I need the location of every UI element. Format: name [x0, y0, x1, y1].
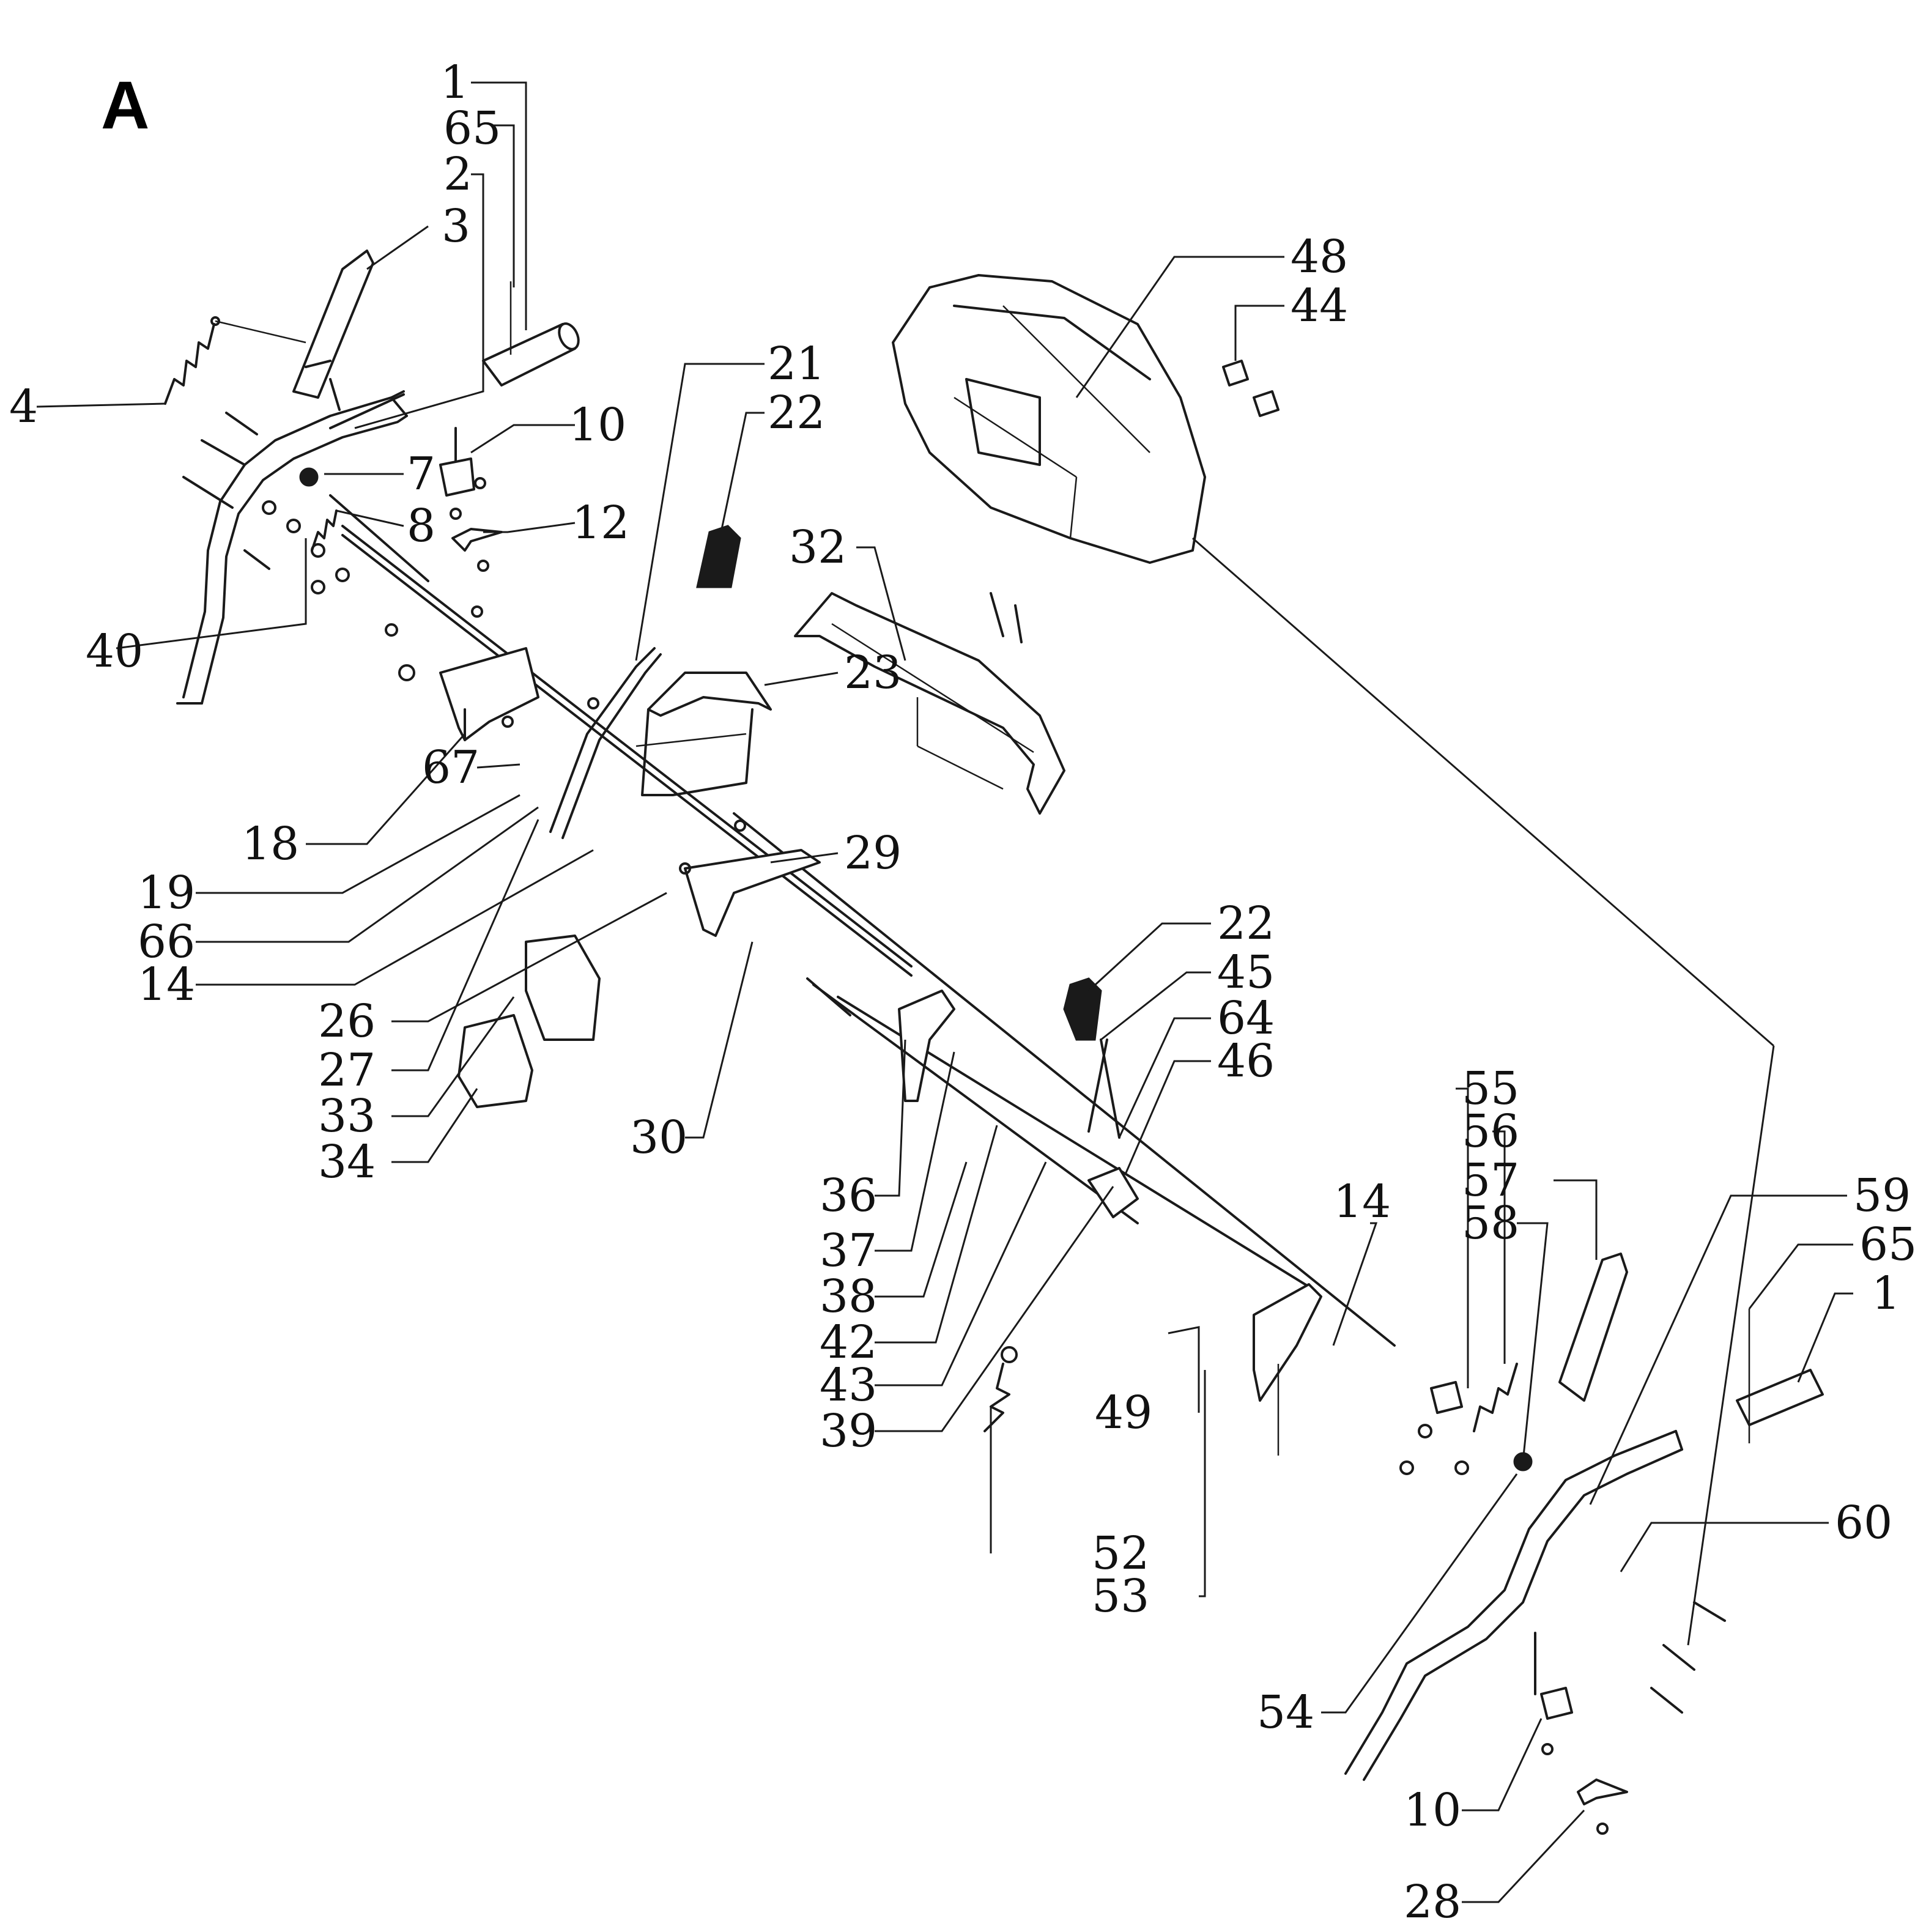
- leader-lines: [36, 81, 1853, 1903]
- callout-14-left: 14: [138, 958, 195, 1011]
- callout-10-upper: 10: [569, 399, 626, 451]
- callout-34: 34: [318, 1136, 376, 1188]
- callout-65-lower: 65: [1859, 1218, 1917, 1271]
- callout-49: 49: [1095, 1386, 1152, 1439]
- right-upright-bracket: [1558, 1253, 1628, 1402]
- callout-56: 56: [1462, 1105, 1519, 1158]
- callout-38: 38: [820, 1270, 877, 1323]
- grip-1-lower: [1736, 1309, 1824, 1443]
- grommets-44: [1222, 360, 1280, 417]
- callout-2: 2: [443, 148, 472, 201]
- callout-40: 40: [86, 625, 143, 678]
- callout-19: 19: [138, 867, 195, 919]
- callout-29: 29: [844, 827, 902, 879]
- lamp-33-34: [457, 935, 601, 1108]
- callout-27: 27: [318, 1044, 376, 1097]
- callout-18: 18: [242, 818, 299, 870]
- spring-56: [1430, 1363, 1533, 1471]
- clamp-10-upper: [439, 427, 486, 520]
- right-handlebar: [1344, 1430, 1683, 1781]
- callout-39: 39: [820, 1405, 877, 1457]
- callout-58: 58: [1462, 1197, 1519, 1249]
- callout-3: 3: [442, 200, 470, 253]
- callout-57: 57: [1462, 1154, 1519, 1207]
- callout-55: 55: [1462, 1062, 1519, 1115]
- gate-plate-23: [635, 672, 772, 796]
- callout-33: 33: [318, 1090, 376, 1142]
- callout-46: 46: [1217, 1035, 1275, 1087]
- bracket-18: [385, 605, 599, 741]
- spring-52: [983, 1346, 1018, 1432]
- right-bolts: [1399, 1424, 1726, 1714]
- callout-66: 66: [138, 916, 195, 968]
- callout-64: 64: [1217, 992, 1275, 1045]
- callout-65-upper: 65: [443, 102, 501, 155]
- callout-60: 60: [1835, 1497, 1892, 1549]
- callout-4: 4: [9, 380, 38, 433]
- callout-44: 44: [1291, 279, 1348, 332]
- rod-2: [329, 393, 405, 429]
- crossbar-32: [794, 592, 1065, 815]
- callout-43: 43: [820, 1359, 877, 1412]
- callout-10-lower: 10: [1404, 1784, 1461, 1837]
- callout-26: 26: [318, 995, 376, 1048]
- clamp-10-lower: [1534, 1632, 1573, 1755]
- callout-67: 67: [422, 741, 480, 794]
- callout-14-right: 14: [1333, 1175, 1391, 1228]
- spring-4: [164, 316, 306, 405]
- callout-42: 42: [820, 1316, 877, 1369]
- callout-22-upper: 22: [768, 387, 825, 439]
- left-handlebar: [176, 390, 408, 705]
- callout-30: 30: [630, 1111, 687, 1164]
- roller-7-spring-8: [299, 467, 429, 582]
- callout-12: 12: [572, 497, 629, 549]
- callout-28: 28: [1404, 1876, 1461, 1928]
- callouts: 1 65 2 3 4 10 7 8 12 40 21 22 48 44 32 2…: [9, 56, 1917, 1928]
- callout-53: 53: [1092, 1570, 1149, 1623]
- callout-7: 7: [407, 448, 435, 500]
- knob-22-upper: [696, 525, 741, 588]
- callout-8: 8: [407, 500, 435, 552]
- callout-36: 36: [820, 1169, 877, 1222]
- callout-59: 59: [1853, 1169, 1911, 1222]
- left-bolts: [182, 412, 350, 594]
- lever-12-upper: [451, 528, 503, 572]
- callout-54: 54: [1257, 1686, 1314, 1739]
- bracket-29: [679, 820, 821, 937]
- callout-21: 21: [768, 338, 825, 390]
- callout-45: 45: [1217, 946, 1275, 999]
- callout-37: 37: [820, 1224, 877, 1277]
- section-label: A: [101, 68, 149, 143]
- callout-52: 52: [1092, 1527, 1149, 1580]
- left-upright-bracket: [292, 250, 374, 411]
- callout-1-lower: 1: [1872, 1267, 1900, 1320]
- callout-1-upper: 1: [440, 56, 469, 109]
- grip-1-upper: [482, 281, 580, 387]
- lever-28-lower: [1577, 1778, 1628, 1835]
- shift-mechanism: [812, 977, 1139, 1224]
- dashboard-cover-48: [892, 274, 1206, 564]
- callout-23: 23: [844, 646, 902, 699]
- callout-48: 48: [1291, 231, 1348, 283]
- plate-53: [1253, 1283, 1322, 1456]
- callout-32: 32: [789, 521, 846, 574]
- shift-lever-21: [549, 647, 662, 839]
- callout-22-lower: 22: [1217, 897, 1275, 950]
